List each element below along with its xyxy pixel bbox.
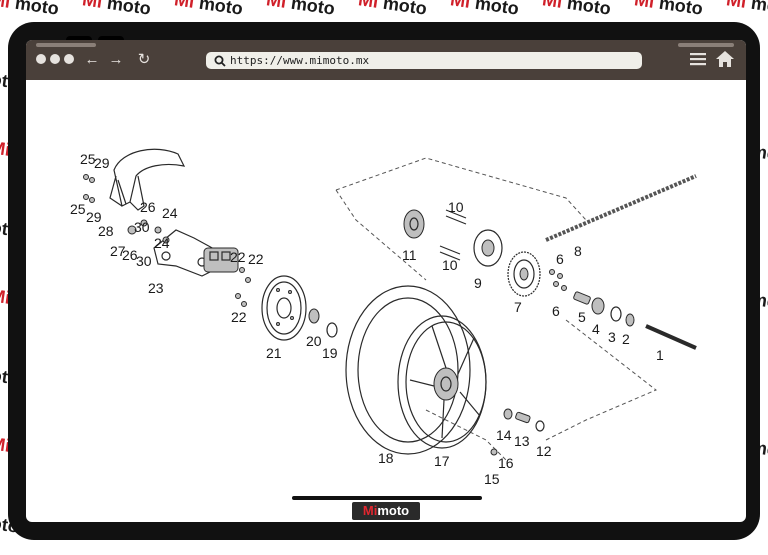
search-icon	[214, 55, 226, 67]
window-controls[interactable]	[36, 54, 74, 64]
home-indicator	[292, 496, 482, 500]
home-icon[interactable]	[716, 51, 734, 67]
part-label: 24	[154, 235, 170, 251]
window-dot[interactable]	[36, 54, 46, 64]
hub-damper	[403, 209, 425, 239]
toolbar-tab-bar	[36, 43, 96, 47]
spacer	[515, 411, 531, 424]
part-label: 4	[592, 321, 600, 337]
rear-sprocket	[507, 251, 541, 297]
assembly-line	[545, 319, 657, 441]
mimoto-logo: Mimoto	[352, 502, 420, 520]
sprocket-hub	[473, 229, 503, 267]
url-text[interactable]: https://www.mimoto.mx	[230, 54, 370, 67]
spacer	[308, 308, 320, 324]
rear-wheel-rim	[397, 315, 487, 449]
part-label: 27	[110, 243, 126, 259]
part-label: 23	[148, 280, 164, 296]
part-label: 24	[162, 205, 178, 221]
part-label: 17	[434, 453, 450, 469]
part-label: 11	[402, 247, 417, 263]
part-label: 18	[378, 450, 394, 466]
part-label: 22	[231, 309, 247, 325]
toolbar-tab-bar	[678, 43, 734, 47]
assembly-line	[335, 157, 587, 221]
seal	[610, 306, 622, 322]
part-label: 6	[556, 251, 564, 267]
logo-text: Mi	[362, 503, 378, 518]
browser-window: ← → ↻ https://www.mimoto.mx	[26, 40, 746, 522]
part-label: 29	[86, 209, 102, 225]
rear-axle	[645, 324, 697, 350]
watermark-text: Mi moto	[541, 0, 613, 19]
part-label: 19	[322, 345, 338, 361]
part-label: 5	[578, 309, 586, 325]
menu-icon[interactable]	[690, 51, 706, 67]
part-label: 25	[70, 201, 86, 217]
bolts	[439, 209, 467, 261]
watermark-text: Mi moto	[173, 0, 245, 19]
spacer	[625, 313, 635, 327]
drive-chain	[545, 174, 697, 242]
part-label: 22	[230, 249, 246, 265]
sprocket-nuts	[549, 269, 567, 291]
part-label: 25	[80, 151, 96, 167]
part-label: 21	[266, 345, 282, 361]
part-label: 26	[140, 199, 156, 215]
part-label: 7	[514, 299, 522, 315]
part-label: 15	[484, 471, 500, 487]
window-dot[interactable]	[50, 54, 60, 64]
part-label: 26	[122, 247, 138, 263]
part-label: 13	[514, 433, 530, 449]
bearing	[326, 322, 338, 338]
rear-fender	[109, 148, 186, 211]
part-label: 29	[94, 155, 110, 171]
assembly-line	[425, 409, 507, 461]
bearing	[503, 408, 513, 420]
part-label: 10	[442, 257, 458, 273]
part-label: 30	[136, 253, 152, 269]
collar	[573, 291, 591, 305]
bolts	[83, 174, 251, 307]
seal	[535, 420, 545, 432]
watermark-text: Mi moto	[725, 0, 768, 19]
part-label: 14	[496, 427, 512, 443]
part-label: 6	[552, 303, 560, 319]
part-label: 16	[498, 455, 514, 471]
part-label: 3	[608, 329, 616, 345]
exploded-parts-diagram: 25 29 25 29 26 24 30 24 28 27 26 30 23 2…	[70, 148, 697, 487]
logo-text: moto	[377, 503, 410, 518]
bearing	[591, 297, 605, 315]
watermark-text: Mi moto	[449, 0, 521, 19]
part-label: 20	[306, 333, 322, 349]
part-label: 12	[536, 443, 552, 459]
part-label: 9	[474, 275, 482, 291]
back-arrow-icon[interactable]: ←	[84, 51, 100, 68]
rear-tire	[345, 285, 471, 455]
forward-arrow-icon[interactable]: →	[108, 51, 124, 68]
window-dot[interactable]	[64, 54, 74, 64]
brake-disc	[261, 275, 307, 341]
reload-icon[interactable]: ↻	[137, 51, 151, 68]
part-label: 22	[248, 251, 264, 267]
assembly-line	[335, 189, 427, 281]
brake-caliper	[203, 247, 239, 273]
watermark-text: Mi moto	[265, 0, 337, 19]
part-label: 1	[656, 347, 664, 363]
part-label: 8	[574, 243, 582, 259]
address-bar[interactable]: https://www.mimoto.mx	[206, 52, 642, 69]
part-label: 30	[134, 219, 150, 235]
valve	[490, 448, 498, 456]
watermark-text: Mi moto	[81, 0, 153, 19]
part-label: 2	[622, 331, 630, 347]
watermark-text: Mi moto	[357, 0, 429, 19]
browser-toolbar: ← → ↻ https://www.mimoto.mx	[26, 40, 746, 80]
watermark-text: Mi moto	[633, 0, 705, 19]
watermark-text: Mi moto	[0, 0, 61, 19]
part-label: 28	[98, 223, 114, 239]
part-label: 10	[448, 199, 464, 215]
